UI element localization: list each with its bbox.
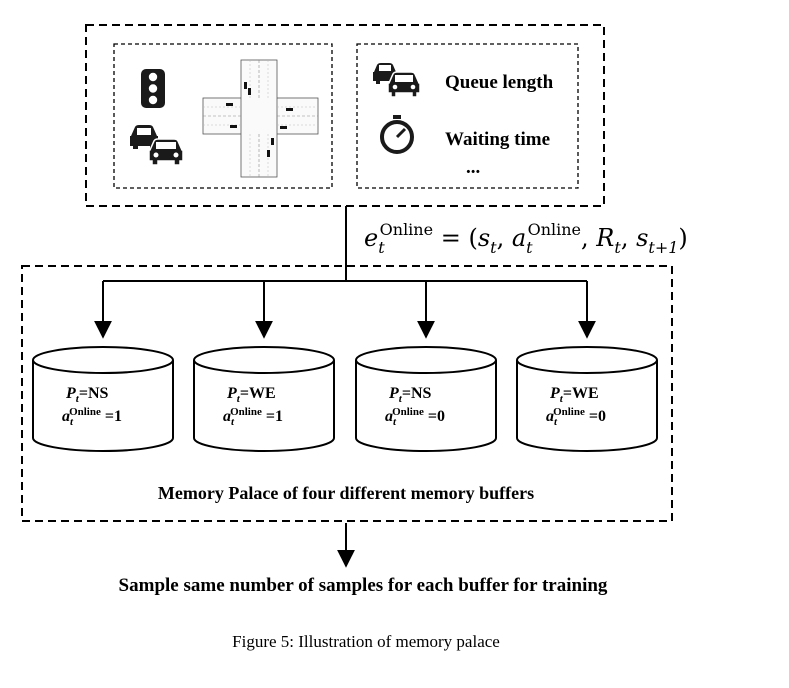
memory-palace-box [21, 265, 673, 522]
eq-s-sub: t [490, 238, 497, 257]
buffer-1-action: atOnline =1 [62, 406, 122, 428]
car-icon [373, 63, 421, 98]
memory-buffer-1: Pt=NS atOnline =1 [32, 346, 174, 452]
traffic-light-icon [141, 69, 165, 108]
intersection-subpanel [113, 43, 333, 189]
eq-comma2: , [581, 224, 596, 252]
buffer-1-phase: Pt=NS [65, 385, 109, 405]
eq-close: ) [678, 224, 687, 252]
environment-panel [85, 24, 605, 207]
eq-open: = ( [433, 224, 478, 252]
stopwatch-icon [380, 115, 414, 154]
buffer-4-action: atOnline =0 [546, 406, 606, 428]
buffer-3-phase: Pt=NS [388, 385, 432, 405]
eq-R-sub: t [614, 238, 621, 257]
eq-s2-sub: t+1 [648, 238, 678, 257]
buffer-4-phase: Pt=WE [549, 385, 599, 405]
buffer-2-action: atOnline =1 [223, 406, 283, 428]
eq-R: R [595, 224, 614, 252]
cars-icon [130, 125, 184, 166]
eq-a-sup: Online [528, 220, 581, 239]
memory-buffer-2: Pt=WE atOnline =1 [193, 346, 335, 452]
buffer-2-phase: Pt=WE [226, 385, 276, 405]
eq-comma3: , [621, 224, 636, 252]
eq-a: a [512, 224, 526, 252]
waiting-time-label: Waiting time [445, 129, 550, 150]
eq-comma1: , [497, 224, 512, 252]
sample-label: Sample same number of samples for each b… [119, 575, 608, 596]
eq-e-sub: t [378, 238, 385, 257]
queue-length-label: Queue length [445, 72, 554, 93]
eq-s: s [478, 224, 490, 252]
figure-caption: Figure 5: Illustration of memory palace [232, 632, 500, 651]
eq-a-sub: t [526, 238, 533, 257]
memory-palace-label: Memory Palace of four different memory b… [158, 483, 534, 503]
experience-equation: etOnline = (st, atOnline, Rt, st+1) [364, 220, 688, 257]
buffer-3-action: atOnline =0 [385, 406, 445, 428]
eq-e-sup: Online [380, 220, 433, 239]
memory-buffer-3: Pt=NS atOnline =0 [355, 346, 497, 452]
eq-s2: s [636, 224, 648, 252]
memory-buffer-4: Pt=WE atOnline =0 [516, 346, 658, 452]
metrics-subpanel [356, 43, 579, 189]
more-metrics-ellipsis: ... [466, 157, 480, 178]
intersection-icon [202, 59, 319, 178]
eq-e: e [364, 224, 378, 252]
